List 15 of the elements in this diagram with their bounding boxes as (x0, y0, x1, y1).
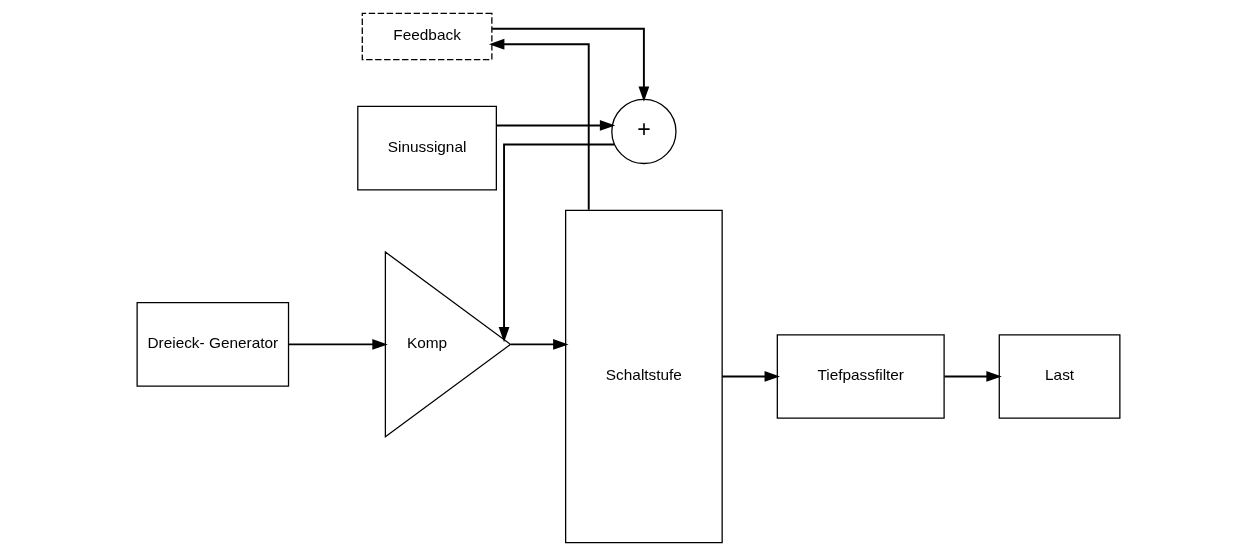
node-box: Dreieck- Generator (136, 302, 289, 387)
arrow (490, 27, 649, 102)
arrow (287, 339, 388, 350)
node-box: Schaltstufe (564, 209, 723, 544)
node-box: Sinussignal (356, 105, 497, 191)
node-box: Tiefpassfilter (776, 334, 945, 419)
arrow (720, 371, 780, 382)
node-box: Last (998, 334, 1120, 419)
arrow (509, 339, 569, 350)
arrow (495, 120, 615, 131)
node-box: Feedback (361, 12, 492, 61)
arrow (488, 38, 590, 211)
arrow (943, 371, 1002, 382)
node-circle: + (610, 98, 677, 165)
arrow (498, 143, 616, 343)
